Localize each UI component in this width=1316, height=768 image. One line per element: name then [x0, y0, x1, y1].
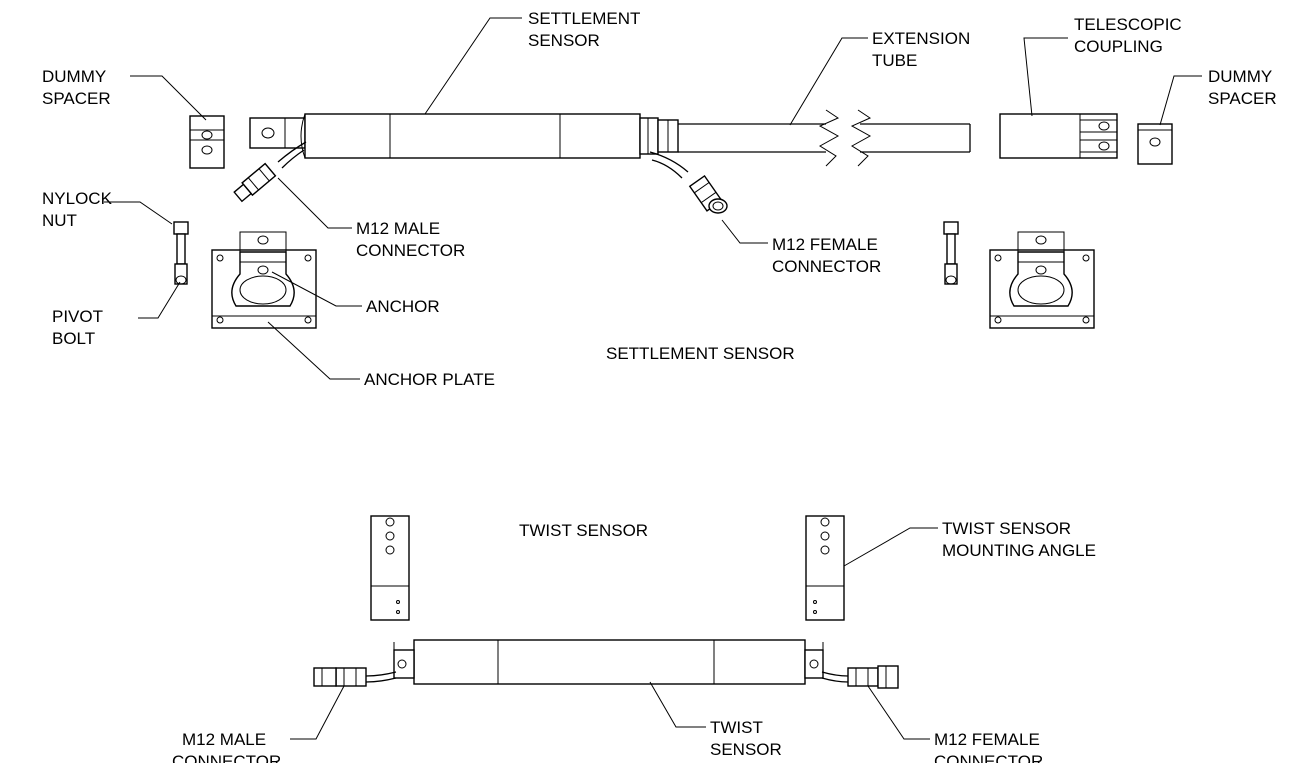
extension-tube: [678, 109, 971, 167]
twist-m12-female-connector: [821, 665, 899, 689]
twist-mounting-angle-left: [370, 515, 410, 621]
twist-leaders: [290, 527, 938, 740]
pivot-bolt-right: [943, 221, 959, 285]
label-anchor-plate: ANCHOR PLATE: [364, 370, 495, 389]
telescopic-coupling: [999, 113, 1118, 159]
anchor-right: [1009, 231, 1073, 307]
settlement-title: SETTLEMENT SENSOR: [606, 344, 795, 363]
twist-m12-male-connector: [313, 667, 397, 687]
dummy-spacer-right: [1137, 123, 1173, 165]
anchor-left: [231, 231, 295, 307]
twist-mounting-angle-right: [805, 515, 845, 621]
m12-male-connector: [233, 141, 307, 203]
twist-title: TWIST SENSOR: [519, 521, 648, 540]
dummy-spacer-left: [189, 115, 225, 169]
label-anchor: ANCHOR: [366, 297, 440, 316]
settlement-sensor-body: [249, 113, 679, 159]
twist-sensor-body: [393, 639, 824, 685]
m12-female-connector: [649, 151, 728, 214]
pivot-bolt-left: [173, 221, 189, 285]
settlement-leaders: [104, 17, 1202, 380]
